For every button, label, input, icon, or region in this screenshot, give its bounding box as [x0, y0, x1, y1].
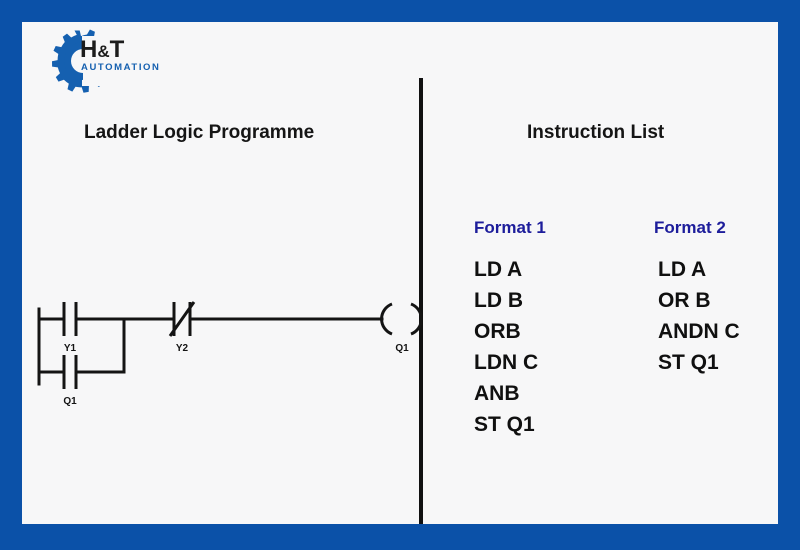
logo-ampersand: &	[97, 42, 110, 61]
contact-q1: Q1	[62, 355, 78, 407]
instruction-list-format-1: Format 1 LD A LD B ORB LDN C ANB ST Q1	[474, 218, 546, 440]
h-and-t-automation-logo: H&T AUTOMATION	[30, 22, 160, 100]
coil-q1-label: Q1	[395, 343, 409, 354]
ladder-section-heading: Ladder Logic Programme	[84, 122, 315, 143]
list-item: LDN C	[474, 351, 539, 374]
list-item: OR B	[658, 289, 711, 312]
ladder-logic-diagram: Y1 Q1 Y2	[22, 262, 422, 422]
contact-y2: Y2	[168, 301, 196, 354]
instruction-list-format-2: Format 2 LD A OR B ANDN C ST Q1	[652, 218, 740, 378]
contact-y1-label: Y1	[64, 343, 77, 354]
logo-letter-h: H	[80, 36, 98, 63]
format-1-instructions: LD A LD B ORB LDN C ANB ST Q1	[474, 254, 546, 440]
contact-y2-label: Y2	[176, 343, 189, 354]
format-2-instructions: LD A OR B ANDN C ST Q1	[652, 254, 740, 378]
logo-subtitle: AUTOMATION	[81, 62, 161, 73]
logo-wordmark: H&T	[80, 38, 124, 62]
instruction-list-section-heading: Instruction List	[527, 122, 665, 143]
list-item: LD B	[474, 289, 523, 312]
contact-y1: Y1	[62, 302, 78, 354]
list-item: ST Q1	[474, 413, 535, 436]
gear-icon	[51, 29, 122, 93]
format-1-title: Format 1	[474, 218, 546, 237]
list-item: LD A	[474, 258, 523, 281]
content-canvas: H&T AUTOMATION Ladder Logic Programme In…	[22, 22, 778, 524]
list-item: ORB	[474, 320, 521, 343]
list-item: ANDN C	[658, 320, 740, 343]
logo-letter-t: T	[109, 36, 125, 63]
normally-closed-slash	[168, 301, 196, 337]
coil-q1	[380, 302, 422, 336]
contact-q1-label: Q1	[63, 396, 77, 407]
vertical-divider	[419, 78, 423, 524]
list-item: ANB	[474, 382, 520, 405]
list-item: LD A	[658, 258, 707, 281]
list-item: ST Q1	[658, 351, 719, 374]
format-2-title: Format 2	[654, 218, 726, 237]
